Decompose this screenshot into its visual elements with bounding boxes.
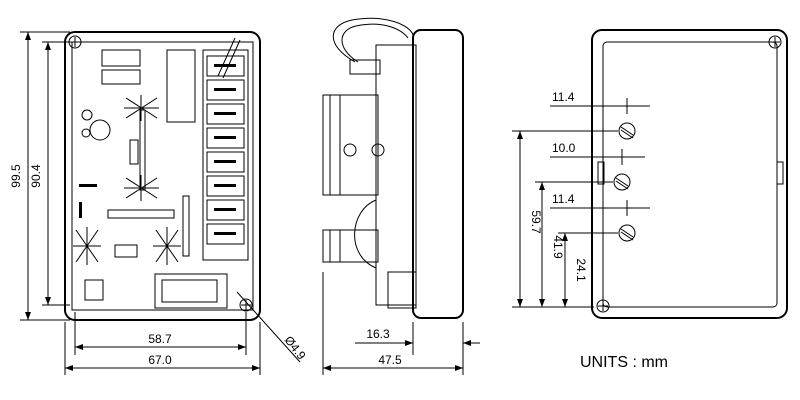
- dim-spacing-low: 11.4: [552, 192, 575, 206]
- potentiometer-top[interactable]: [618, 122, 636, 140]
- dim-height-low-pot: 24.1: [574, 258, 588, 282]
- leader-hole-diameter: [236, 291, 301, 363]
- dim-depth-total: 47.5: [378, 353, 402, 367]
- capacitor: [81, 128, 91, 138]
- pcb-board: [71, 41, 254, 311]
- rear-outline: [591, 29, 788, 319]
- dim-depth-cover: 16.3: [366, 327, 390, 341]
- connector-profile: [387, 271, 417, 309]
- mount-hole-top-left: [68, 35, 82, 49]
- component-strip: [182, 195, 190, 257]
- dim-spacing-top: 11.4: [552, 90, 575, 104]
- capacitor-profile: [354, 199, 377, 269]
- capacitor: [81, 109, 93, 121]
- front-outline: [64, 31, 261, 321]
- mounting-hole: [343, 143, 357, 157]
- component-block: [101, 49, 141, 67]
- dim-width-outer: 67.0: [148, 353, 172, 367]
- dim-height-outer: 99.5: [9, 164, 23, 188]
- relay-component: [166, 49, 196, 123]
- component-block: [101, 69, 141, 85]
- dim-spacing-mid: 10.0: [552, 141, 576, 155]
- component-mark: [79, 184, 97, 187]
- capacitor: [89, 119, 111, 141]
- side-dimensions: 16.3 47.5: [322, 272, 480, 375]
- units-label: UNITS : mm: [580, 354, 668, 371]
- component-strip: [107, 209, 175, 219]
- mount-hole-bottom-right: [239, 298, 253, 312]
- potentiometer-middle[interactable]: [613, 173, 631, 191]
- front-view: [64, 31, 261, 321]
- mounting-hole: [371, 143, 385, 157]
- heatsink-profile: [322, 94, 379, 196]
- side-body: [375, 44, 417, 306]
- heatsink-profile: [322, 229, 379, 263]
- rear-view: [591, 29, 788, 319]
- cable-loop: [341, 23, 409, 63]
- component-mark: [79, 202, 82, 218]
- connector: [154, 273, 228, 309]
- cover-profile: [412, 29, 464, 319]
- rear-inner-frame: [602, 41, 778, 308]
- component-block: [114, 244, 138, 258]
- rear-screw-bottom-left: [596, 299, 610, 313]
- rear-screw-top-right: [768, 35, 782, 49]
- dip-switch: [84, 279, 104, 301]
- cable-connector: [349, 59, 381, 75]
- dim-height-top-pot: 59.7: [529, 210, 543, 234]
- terminal-screws: [206, 55, 245, 245]
- rear-dimensions: 11.4 10.0 11.4 59.7 41.9 24.1: [512, 90, 650, 308]
- heatsink-fins: [73, 95, 181, 265]
- cable-loop: [332, 17, 414, 63]
- side-tab: [776, 161, 784, 185]
- dim-height-inner: 90.4: [29, 164, 43, 188]
- side-view: [322, 17, 464, 319]
- potentiometer-bottom[interactable]: [618, 224, 636, 242]
- heatsink-bar: [139, 109, 146, 191]
- front-dimensions: 99.5 90.4 58.7 67.0 Ø4.9: [9, 31, 309, 375]
- wire-lead: [217, 37, 241, 79]
- dim-width-holes: 58.7: [148, 332, 172, 346]
- dim-height-mid-pot: 41.9: [551, 235, 565, 259]
- dim-hole-diameter: Ø4.9: [282, 333, 309, 362]
- terminal-block: [202, 49, 249, 261]
- connector-housing: [161, 279, 218, 303]
- side-tab: [597, 161, 605, 185]
- component-block: [129, 139, 139, 165]
